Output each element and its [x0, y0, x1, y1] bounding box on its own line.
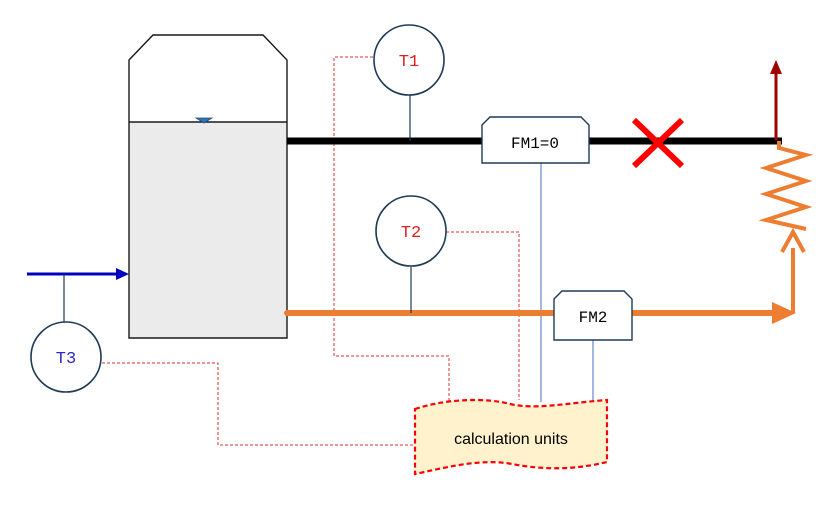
heater-coil-icon — [758, 141, 814, 231]
sensor-t2[interactable]: T2 — [375, 195, 447, 267]
calculation-units-label: calculation units — [454, 431, 568, 448]
signal-lines-temperature — [102, 56, 520, 446]
signal-line-t3 — [102, 362, 415, 446]
tank-liquid — [129, 122, 287, 338]
signal-line-t2 — [446, 231, 520, 400]
signal-line-t1 — [333, 56, 450, 410]
flowmeter-fm1[interactable]: FM1=0 — [481, 116, 590, 164]
blocked-x-icon — [631, 117, 685, 169]
sensor-t3-label: T3 — [56, 350, 76, 369]
tank-outline — [128, 34, 288, 339]
sensor-t1[interactable]: T1 — [373, 24, 445, 96]
signal-lines-flow — [540, 163, 594, 402]
sensor-stems — [63, 95, 412, 322]
calculation-units-box[interactable]: calculation units — [413, 398, 609, 476]
inlet-arrow-icon — [27, 268, 129, 280]
pipe-bottom-arrowhead-icon — [772, 302, 796, 324]
flowmeter-fm1-label: FM1=0 — [511, 135, 559, 153]
liquid-level-marker-icon — [194, 117, 214, 124]
flowmeter-fm2[interactable]: FM2 — [553, 290, 633, 341]
sensor-t1-label: T1 — [399, 53, 419, 72]
vent-arrow-icon — [770, 60, 782, 140]
sensor-t2-label: T2 — [401, 224, 421, 243]
tank — [128, 34, 288, 339]
sensor-t3[interactable]: T3 — [30, 321, 102, 393]
flowmeter-fm2-label: FM2 — [579, 309, 608, 327]
heater-return-arrow-icon — [780, 227, 806, 313]
